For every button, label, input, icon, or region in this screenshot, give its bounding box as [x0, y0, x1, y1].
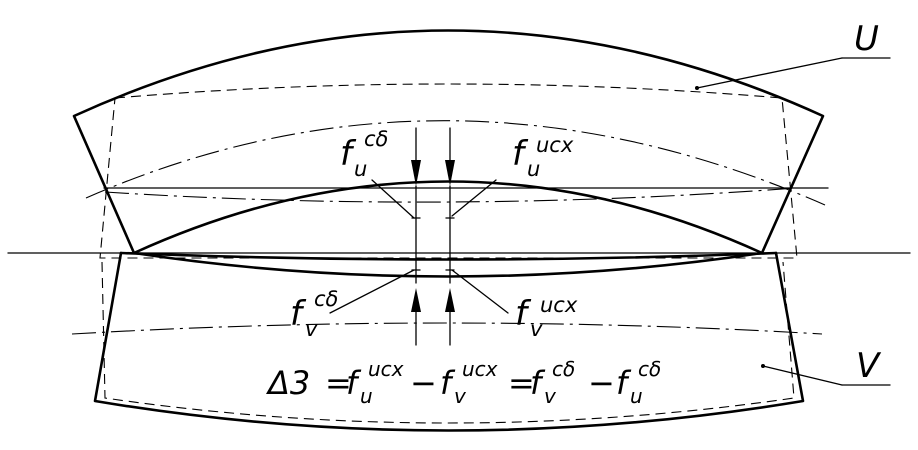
body-v	[71, 251, 823, 432]
leader-v	[762, 365, 843, 386]
body-v-outline	[93, 251, 805, 432]
leader-v-dot	[761, 364, 765, 368]
formula-t4-sup: cδ	[638, 357, 661, 381]
body-u-contact-curve	[132, 251, 764, 278]
label-fv-sb-sub: v	[305, 317, 318, 341]
formula-t1-sup: ucx	[368, 357, 404, 381]
arrow-bot-right-head	[445, 288, 455, 312]
body-v-dashed-outline	[101, 261, 795, 424]
label-fv-isx: f ucx v	[515, 293, 578, 341]
leader-fu-isx	[451, 179, 497, 217]
label-fu-isx: f ucx u	[512, 133, 574, 181]
arrow-top-left-head	[411, 160, 421, 186]
deflection-markers	[411, 127, 455, 346]
formula-t4-sub: u	[630, 384, 643, 408]
body-u-outline	[72, 29, 825, 255]
arrow-bot-left-head	[411, 288, 421, 312]
formula-t1-sub: u	[360, 384, 373, 408]
body-v-centerline	[71, 322, 823, 335]
label-body-u: U	[854, 19, 879, 59]
label-fv-sb-sup: cδ	[314, 287, 338, 311]
label-fu-isx-sup: ucx	[536, 133, 574, 157]
leader-lines	[329, 57, 891, 386]
label-fv-sb: f cδ v	[290, 287, 338, 341]
formula: Δ3 = f ucx u − f ucx v = f cδ v − f cδ u	[265, 357, 661, 408]
leader-u	[696, 57, 843, 89]
formula-minus1: −	[410, 364, 437, 402]
label-fu-sb: f cδ u	[340, 127, 388, 181]
body-u-centerline-lower	[104, 187, 797, 203]
formula-t2-sup: ucx	[462, 357, 498, 381]
arrow-top-right-head	[445, 160, 455, 186]
label-fv-isx-sub: v	[530, 317, 543, 341]
formula-lhs: Δ3	[265, 364, 310, 402]
leader-u-dot	[695, 86, 699, 90]
leader-fu-sb	[371, 179, 415, 219]
label-fu-sb-sup: cδ	[364, 127, 388, 151]
leader-fv-sb	[329, 269, 415, 314]
formula-eq2: =	[508, 364, 535, 402]
formula-t3-sub: v	[544, 384, 557, 408]
label-fv-isx-sup: ucx	[540, 293, 578, 317]
body-v-top-curve	[119, 251, 778, 261]
leader-fv-isx	[451, 269, 509, 314]
label-body-v: V	[856, 346, 882, 386]
formula-t2-sub: v	[454, 384, 467, 408]
label-fu-isx-sub: u	[527, 157, 540, 181]
formula-t3-sup: cδ	[552, 357, 575, 381]
formula-minus2: −	[588, 364, 615, 402]
body-u	[72, 29, 829, 278]
label-fu-sb-sub: u	[354, 157, 367, 181]
formula-eq1: =	[325, 364, 352, 402]
body-u-dashed-outline	[99, 83, 798, 259]
body-u-centerline-upper	[85, 120, 826, 206]
